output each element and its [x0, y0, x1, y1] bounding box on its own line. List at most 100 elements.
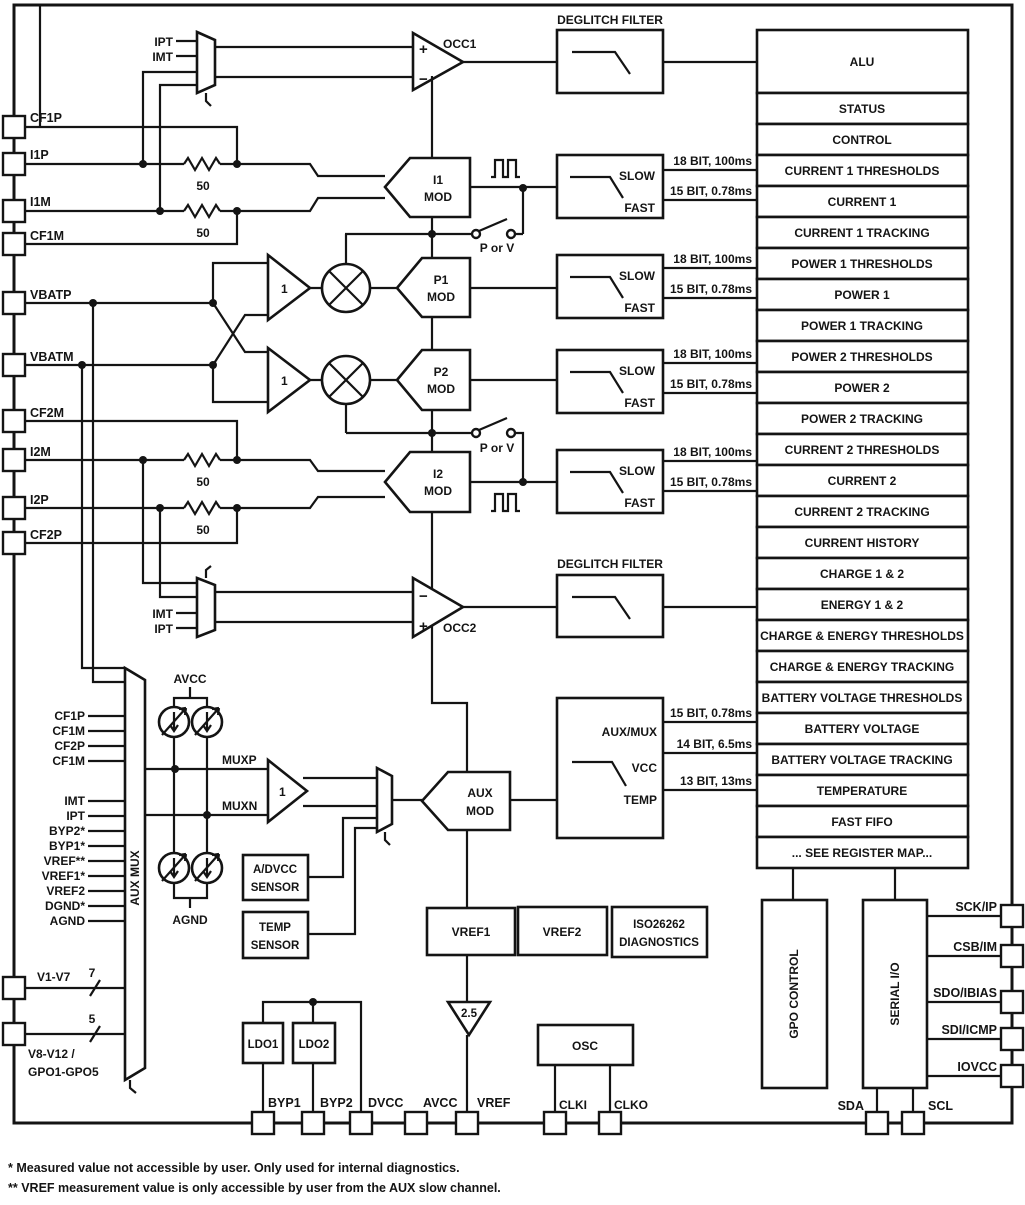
p1-mod-line2: MOD	[427, 290, 455, 304]
pin-avcc	[403, 1110, 429, 1136]
p2-mod-line1: P2	[434, 365, 449, 379]
pulse-train-icon	[491, 158, 520, 179]
pin-sda	[864, 1110, 890, 1136]
aux-mux-input-wires	[88, 714, 125, 923]
aux-mod-line2: MOD	[466, 804, 494, 818]
pin-label: BYP1	[268, 1096, 301, 1110]
register-label: CURRENT 2 THRESHOLDS	[785, 443, 940, 457]
pin-label: I2P	[30, 493, 49, 507]
occ1-threshold-mux: IPT IMT	[152, 29, 413, 107]
filter-out-wires	[663, 459, 757, 493]
resistor-i2m	[183, 451, 221, 469]
footnote-2: ** VREF measurement value is only access…	[8, 1181, 501, 1195]
gpo-control-label: GPO CONTROL	[787, 949, 801, 1038]
resistor-i1m	[183, 202, 221, 220]
resistor-i2p-value: 50	[196, 523, 210, 537]
clko-label: CLKO	[614, 1098, 648, 1112]
filter-out-wires	[663, 266, 757, 300]
mux-wires	[176, 39, 413, 107]
deglitch2-label: DEGLITCH FILTER	[557, 557, 663, 571]
occ1-wires	[430, 60, 557, 158]
register-row	[755, 91, 970, 126]
deglitch-filter-1: DEGLITCH FILTER	[555, 13, 757, 95]
pin-i2m	[1, 447, 27, 473]
ldo2-label: LDO2	[299, 1039, 330, 1051]
occ2-label: OCC2	[443, 621, 477, 635]
aux-mux-input-label: IMT	[64, 794, 85, 808]
sck-ip-label: SCK/IP	[955, 900, 997, 914]
register-label: FAST FIFO	[831, 815, 892, 829]
register-label: CURRENT 1 THRESHOLDS	[785, 164, 940, 178]
register-label: ... SEE REGISTER MAP...	[792, 846, 932, 860]
temp-port-label: TEMP	[624, 793, 657, 807]
pin-label: I2M	[30, 445, 51, 459]
slow-rate-label: 18 BIT, 100ms	[673, 154, 752, 168]
register-label: TEMPERATURE	[817, 784, 907, 798]
aux-input-mux-shape	[375, 765, 394, 835]
deglitch2-box	[555, 573, 665, 639]
pin-scl	[900, 1110, 926, 1136]
pin-clko	[597, 1110, 623, 1136]
pin-vref	[454, 1110, 480, 1136]
avcc-rail-label: AVCC	[173, 672, 206, 686]
register-label: ENERGY 1 & 2	[821, 598, 904, 612]
ipt-label: IPT	[154, 622, 173, 636]
pin-label: I1P	[30, 148, 49, 162]
filter-box	[555, 153, 665, 220]
ch2-input-wires	[25, 419, 385, 599]
multiplier2-x	[328, 362, 364, 398]
register-label: ALU	[850, 55, 875, 69]
channel1-wiring: 50 50	[25, 70, 385, 246]
pin-v8-v12	[1, 1021, 27, 1047]
aux-modulator: AUX MOD	[420, 770, 557, 908]
temp-rate-label: 13 BIT, 13ms	[680, 774, 752, 788]
bias-rail-wires	[172, 687, 209, 908]
register-label: CURRENT 1	[828, 195, 897, 209]
occ2-comparator: − + OCC2	[411, 575, 557, 772]
vbat-power-path: 1 1	[25, 252, 397, 684]
vref2-label: VREF2	[543, 925, 582, 939]
pin-cf2p	[1, 530, 27, 556]
mux-wires	[176, 565, 413, 630]
sdi-icmp-label: SDI/ICMP	[941, 1023, 997, 1037]
pin-vbatp	[1, 290, 27, 316]
mux-shape	[195, 29, 217, 96]
oscillator-block: OSC CLKI CLKO	[536, 1023, 648, 1112]
pin-cf1m	[1, 231, 27, 257]
aux-filter-box	[555, 696, 665, 840]
filter-curve-icon	[572, 760, 627, 787]
amp2-gain: 1	[281, 374, 288, 388]
amp1-shape	[266, 252, 313, 323]
pin-label: VBATM	[30, 350, 74, 364]
register-row	[755, 804, 970, 839]
fast-rate-label: 15 BIT, 0.78ms	[670, 282, 752, 296]
register-row	[755, 432, 970, 467]
switch1-terminal-b	[505, 228, 517, 240]
occ2-shape	[411, 575, 466, 640]
muxp-label: MUXP	[222, 753, 257, 767]
reference-blocks: VREF1 VREF2 ISO26262 DIAGNOSTICS 2.5	[425, 905, 709, 1112]
filter-power2: SLOW FAST 18 BIT, 100ms 15 BIT, 0.78ms	[555, 347, 757, 415]
aux-filter: AUX/MUX VCC TEMP 15 BIT, 0.78ms 14 BIT, …	[555, 696, 757, 840]
imt-label: IMT	[152, 607, 173, 621]
aux-mux-input-label: VREF2	[46, 884, 85, 898]
filter-curve-icon	[570, 470, 624, 494]
register-row	[755, 835, 970, 870]
pin-v1-v7	[1, 975, 27, 1001]
v1-v7-width: 7	[89, 966, 96, 980]
p2-mod-line2: MOD	[427, 382, 455, 396]
p1-modulator: P1 MOD	[395, 256, 557, 350]
filter-out-wires	[663, 361, 757, 395]
ldo2-box	[291, 1021, 337, 1065]
amp2-shape	[266, 345, 313, 415]
register-label: CURRENT HISTORY	[805, 536, 920, 550]
fast-rate-label: 15 BIT, 0.78ms	[670, 184, 752, 198]
switch1-blade	[478, 217, 508, 233]
aux-mux-input-label: CF1P	[54, 709, 85, 723]
ldo1-box	[241, 1021, 285, 1065]
p-or-v-switch-1: P or V	[344, 188, 525, 264]
fast-label: FAST	[624, 496, 655, 510]
i1-mod-line1: I1	[433, 173, 443, 187]
